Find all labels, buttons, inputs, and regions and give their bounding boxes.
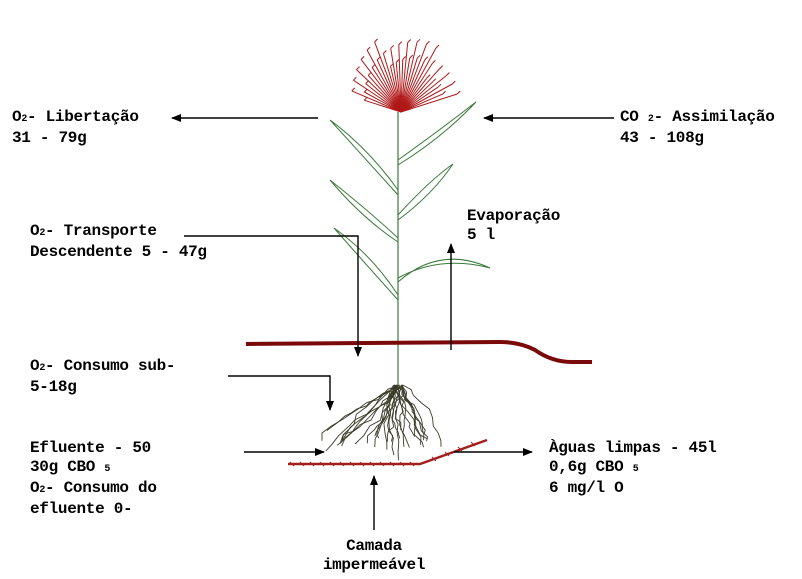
flower-ray-tip bbox=[391, 45, 394, 48]
co2-assimilation-label: CO 2- Assimilação 43 - 108g bbox=[620, 108, 775, 148]
flower-ray-tip bbox=[433, 79, 436, 82]
flower-ray-tip bbox=[396, 59, 399, 62]
effluent-label: Efluente - 50 30g CBO 5 O2- Consumo do e… bbox=[30, 439, 157, 519]
flower-ray-tip bbox=[457, 91, 460, 94]
root-strand bbox=[403, 385, 441, 447]
flower-ray-tip bbox=[425, 57, 428, 60]
flower-ray-tip bbox=[417, 39, 420, 42]
flower-ray-tip bbox=[438, 84, 441, 87]
soil-surface-line bbox=[246, 342, 592, 362]
flower-ray-tip bbox=[446, 73, 449, 76]
flower-ray-tip bbox=[403, 57, 406, 60]
o2-transport-arrow bbox=[184, 236, 358, 356]
flower-ray-tip bbox=[427, 41, 430, 44]
flower-ray-tip bbox=[375, 39, 378, 42]
flower-ray-tip bbox=[383, 51, 386, 54]
flower-ray-tip bbox=[399, 42, 402, 45]
clean-water-label: Àguas limpas - 45l 0,6g CBO 5 6 mg/l O bbox=[549, 439, 716, 498]
flower-ray-tip bbox=[408, 40, 411, 43]
o2-release-label: O2- Libertação 31 - 79g bbox=[12, 108, 139, 148]
plant-flower bbox=[352, 39, 460, 112]
flower-ray-tip bbox=[432, 60, 435, 63]
flower-ray-tip bbox=[357, 67, 360, 70]
plant-roots bbox=[322, 385, 441, 460]
o2-sub-consumption-arrow bbox=[228, 376, 330, 410]
flower-ray-tip bbox=[410, 55, 413, 58]
flower-ray-tip bbox=[427, 75, 430, 78]
flower-ray-tip bbox=[417, 55, 420, 58]
plant-leaves bbox=[330, 102, 490, 300]
flower-ray-tip bbox=[352, 88, 355, 91]
o2-transport-label: O2- Transporte Descendente 5 - 47g bbox=[30, 222, 207, 262]
flower-ray-tip bbox=[440, 66, 443, 69]
impermeable-layer-hatch bbox=[290, 442, 475, 466]
flower-ray-tip bbox=[361, 56, 364, 59]
flower-ray-tip bbox=[367, 47, 370, 50]
impermeable-layer-label: Camada impermeável bbox=[314, 537, 434, 575]
flower-ray-tip bbox=[452, 81, 455, 84]
flower-ray-tip bbox=[436, 45, 439, 48]
o2-sub-consumption-label: O2- Consumo sub- 5-18g bbox=[30, 357, 175, 397]
flower-ray-tip bbox=[443, 91, 446, 94]
flow-arrows bbox=[172, 118, 614, 530]
flower-ray-tip bbox=[353, 77, 356, 80]
flower-ray-tip bbox=[377, 57, 380, 60]
evaporation-label: Evaporação 5 l bbox=[467, 207, 560, 245]
